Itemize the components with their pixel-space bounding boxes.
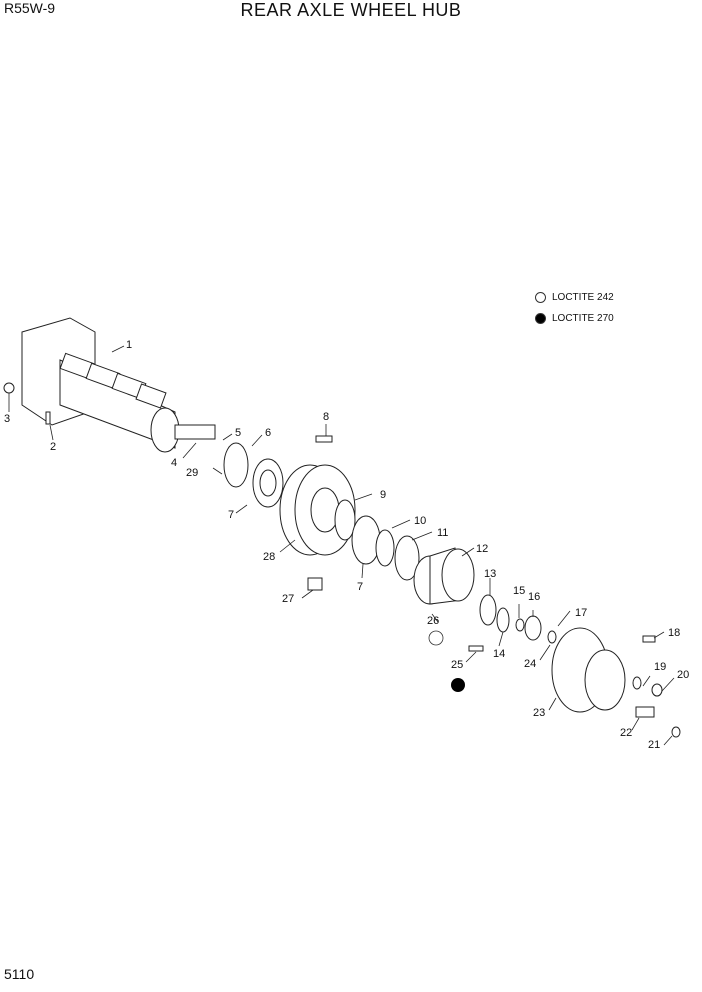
spacer bbox=[547, 630, 557, 644]
o-ring bbox=[375, 529, 395, 567]
callout-7: 7 bbox=[228, 509, 234, 521]
callout-1: 1 bbox=[126, 339, 132, 351]
callout-labels: 1 2 3 4 5 6 7 8 9 10 11 12 13 14 15 16 1… bbox=[4, 339, 689, 751]
o-ring bbox=[496, 607, 510, 633]
callout-25: 25 bbox=[451, 659, 463, 671]
callout-6: 6 bbox=[265, 427, 271, 439]
callout-15: 15 bbox=[513, 585, 525, 597]
callout-13: 13 bbox=[484, 568, 496, 580]
callout-23: 23 bbox=[533, 707, 545, 719]
snap-ring bbox=[334, 499, 356, 541]
shim bbox=[515, 618, 525, 632]
model-label: R55W-9 bbox=[4, 0, 56, 16]
callout-26: 26 bbox=[427, 615, 439, 627]
washer bbox=[632, 676, 642, 690]
page-number: 5110 bbox=[4, 966, 35, 982]
bearing-inner bbox=[259, 469, 277, 497]
gear-housing bbox=[413, 547, 475, 605]
page-title: REAR AXLE WHEEL HUB bbox=[240, 0, 462, 20]
ring-gear bbox=[394, 535, 420, 581]
callout-21: 21 bbox=[648, 739, 660, 751]
callout-5: 5 bbox=[235, 427, 241, 439]
legend-item-loctite-242: LOCTITE 242 bbox=[535, 292, 614, 303]
screw bbox=[468, 645, 484, 652]
callout-8: 8 bbox=[323, 411, 329, 423]
seal-ring bbox=[223, 442, 249, 488]
callout-3: 3 bbox=[4, 413, 10, 425]
callout-22: 22 bbox=[620, 727, 632, 739]
loctite-242-marker bbox=[535, 292, 546, 303]
plug bbox=[651, 683, 663, 697]
loctite-270-marker bbox=[451, 678, 465, 692]
legend-label: LOCTITE 270 bbox=[552, 313, 614, 324]
bolt bbox=[642, 635, 656, 643]
callout-9: 9 bbox=[380, 489, 386, 501]
callout-28: 28 bbox=[263, 551, 275, 563]
axle-housing bbox=[3, 317, 216, 453]
bolt bbox=[315, 435, 333, 443]
callout-7b: 7 bbox=[357, 581, 363, 593]
loctite-242-marker bbox=[428, 630, 444, 646]
legend-item-loctite-270: LOCTITE 270 bbox=[535, 313, 614, 324]
leader-lines bbox=[8, 345, 675, 746]
callout-27: 27 bbox=[282, 593, 294, 605]
callout-16: 16 bbox=[528, 591, 540, 603]
callout-20: 20 bbox=[677, 669, 689, 681]
callout-10: 10 bbox=[414, 515, 426, 527]
nut bbox=[307, 577, 323, 591]
o-ring bbox=[671, 726, 681, 738]
stud bbox=[635, 706, 655, 718]
callout-14: 14 bbox=[493, 648, 505, 660]
callout-11: 11 bbox=[437, 527, 448, 539]
callout-2: 2 bbox=[50, 441, 56, 453]
planet-carrier bbox=[551, 627, 626, 713]
callout-12: 12 bbox=[476, 543, 488, 555]
thrust-washer bbox=[479, 594, 497, 626]
needle-bearing bbox=[524, 615, 542, 641]
loctite-270-marker bbox=[535, 313, 546, 324]
callout-4: 4 bbox=[171, 457, 177, 469]
callout-18: 18 bbox=[668, 627, 680, 639]
bearing bbox=[351, 515, 381, 565]
legend-label: LOCTITE 242 bbox=[552, 292, 614, 303]
callout-17: 17 bbox=[575, 607, 587, 619]
callout-24: 24 bbox=[524, 658, 536, 670]
callout-19: 19 bbox=[654, 661, 666, 673]
callout-29: 29 bbox=[186, 467, 198, 479]
